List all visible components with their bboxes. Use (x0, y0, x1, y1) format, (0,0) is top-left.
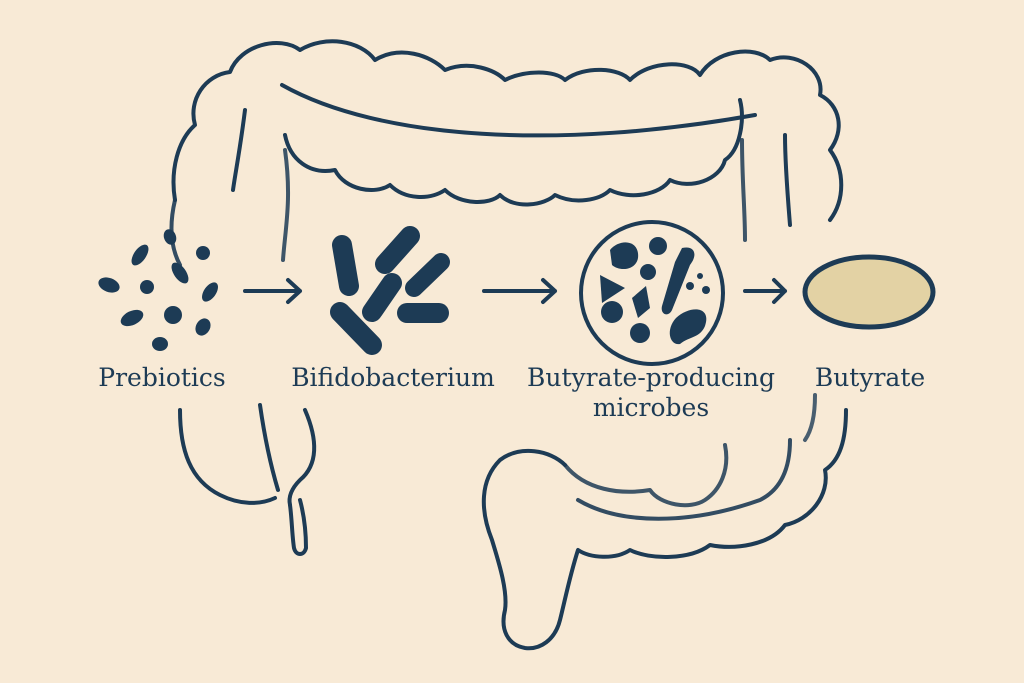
prebiotic-particles-icon (98, 229, 218, 351)
stage-label-butyrate-producing-microbes: Butyrate-producing microbes (520, 363, 782, 423)
arrow-right-icon (243, 278, 302, 304)
stage-label-prebiotics: Prebiotics (98, 363, 226, 392)
colon-ascending-inner-line (231, 108, 247, 192)
colon-descending-inner-line (783, 133, 792, 227)
cecum-right (287, 408, 317, 507)
stage-label-butyrate: Butyrate (814, 363, 926, 392)
sigmoid-inner (563, 443, 729, 508)
stage-label-line1: Butyrate-producing (527, 363, 775, 392)
colon-fold-line (280, 83, 757, 138)
butyrate-oval-icon (802, 254, 936, 330)
sigmoid-outer-right (481, 408, 848, 651)
sigmoid-descending-right (803, 393, 817, 442)
stage-label-line2: microbes (592, 393, 710, 422)
colon-ascending-inner (281, 148, 290, 262)
arrow-right-icon (743, 278, 787, 304)
arrow-right-icon (482, 278, 557, 304)
colon-descending-inner (740, 138, 747, 242)
cecum-outer (178, 408, 277, 505)
sigmoid-fold (576, 438, 792, 521)
stage-label-bifidobacterium: Bifidobacterium (291, 363, 495, 392)
cecum-inner-line (258, 403, 280, 492)
rod-bacteria-icon (330, 226, 450, 355)
colon-transverse-inner (283, 98, 744, 207)
microbe-community-icon (579, 220, 725, 366)
colon-transverse-outer (171, 39, 844, 222)
appendix (288, 498, 308, 556)
